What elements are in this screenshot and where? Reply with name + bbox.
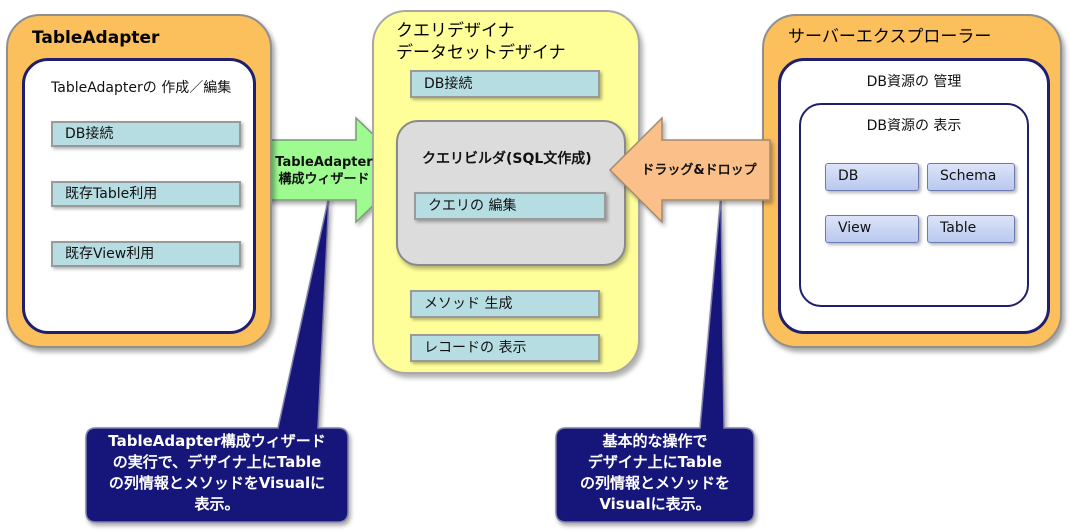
left-item-db[interactable]: DB接続: [51, 121, 241, 147]
center-group: クエリデザイナ データセットデザイナ DB接続 クエリビルダ(SQL文作成) ク…: [372, 10, 640, 374]
arrow-right-label: ドラッグ&ドロップ: [641, 163, 757, 178]
callout-right-line-4: Visualに表示。: [599, 495, 711, 513]
center-title-1: クエリデザイナ: [396, 21, 515, 41]
callout-left-shape: [85, 195, 349, 523]
right-group: サーバーエクスプローラー DB資源の 管理 DB資源の 表示 DB Schema…: [762, 14, 1062, 348]
arrow-left-line-2: 構成ウィザード: [278, 172, 370, 187]
query-builder-title: クエリビルダ(SQL文作成): [422, 151, 592, 167]
callout-left-line-2: の実行で、デザイナ上にTable: [112, 453, 322, 471]
right-item-table[interactable]: Table: [927, 215, 1015, 243]
right-item-schema[interactable]: Schema: [927, 163, 1015, 191]
left-item-view[interactable]: 既存View利用: [51, 241, 241, 267]
callout-left-line-4: 表示。: [194, 495, 240, 513]
callout-right-line-2: デザイナ上にTable: [587, 453, 723, 471]
arrow-left-label: TableAdapter 構成ウィザード: [262, 154, 386, 188]
right-inner-title: DB資源の 表示: [866, 118, 962, 134]
callout-left-line-1: TableAdapter構成ウィザード: [108, 432, 326, 450]
center-item-record[interactable]: レコードの 表示: [410, 334, 600, 362]
callout-right-line-3: の列情報とメソッドを: [579, 474, 730, 492]
callout-left-text: TableAdapter構成ウィザード の実行で、デザイナ上にTable の列情…: [86, 431, 348, 515]
callout-left-line-3: の列情報とメソッドをVisualに: [108, 474, 326, 492]
callout-right-text: 基本的な操作で デザイナ上にTable の列情報とメソッドを Visualに表示…: [556, 431, 754, 515]
left-panel: TableAdapterの 作成／編集 DB接続 既存Table利用 既存Vie…: [22, 58, 256, 334]
right-item-db[interactable]: DB: [825, 163, 919, 191]
left-group: TableAdapter TableAdapterの 作成／編集 DB接続 既存…: [6, 14, 272, 348]
arrow-left-line-1: TableAdapter: [275, 155, 373, 170]
query-builder-panel: クエリビルダ(SQL文作成) クエリの 編集: [396, 120, 626, 266]
right-panel: DB資源の 管理 DB資源の 表示 DB Schema View Table: [778, 58, 1050, 334]
query-edit-item[interactable]: クエリの 編集: [414, 192, 606, 220]
left-panel-title: TableAdapterの 作成／編集: [51, 80, 232, 96]
right-group-title: サーバーエクスプローラー: [788, 27, 992, 47]
left-item-table[interactable]: 既存Table利用: [51, 181, 241, 207]
right-item-view[interactable]: View: [825, 215, 919, 243]
center-title-2: データセットデザイナ: [396, 43, 566, 63]
center-item-method[interactable]: メソッド 生成: [410, 290, 600, 318]
center-item-db[interactable]: DB接続: [410, 70, 600, 98]
callout-right-shape: [555, 193, 755, 523]
right-inner-panel: DB資源の 表示 DB Schema View Table: [799, 103, 1029, 307]
callout-right-line-1: 基本的な操作で: [602, 432, 708, 450]
right-panel-title: DB資源の 管理: [866, 74, 962, 90]
left-group-title: TableAdapter: [32, 28, 160, 48]
